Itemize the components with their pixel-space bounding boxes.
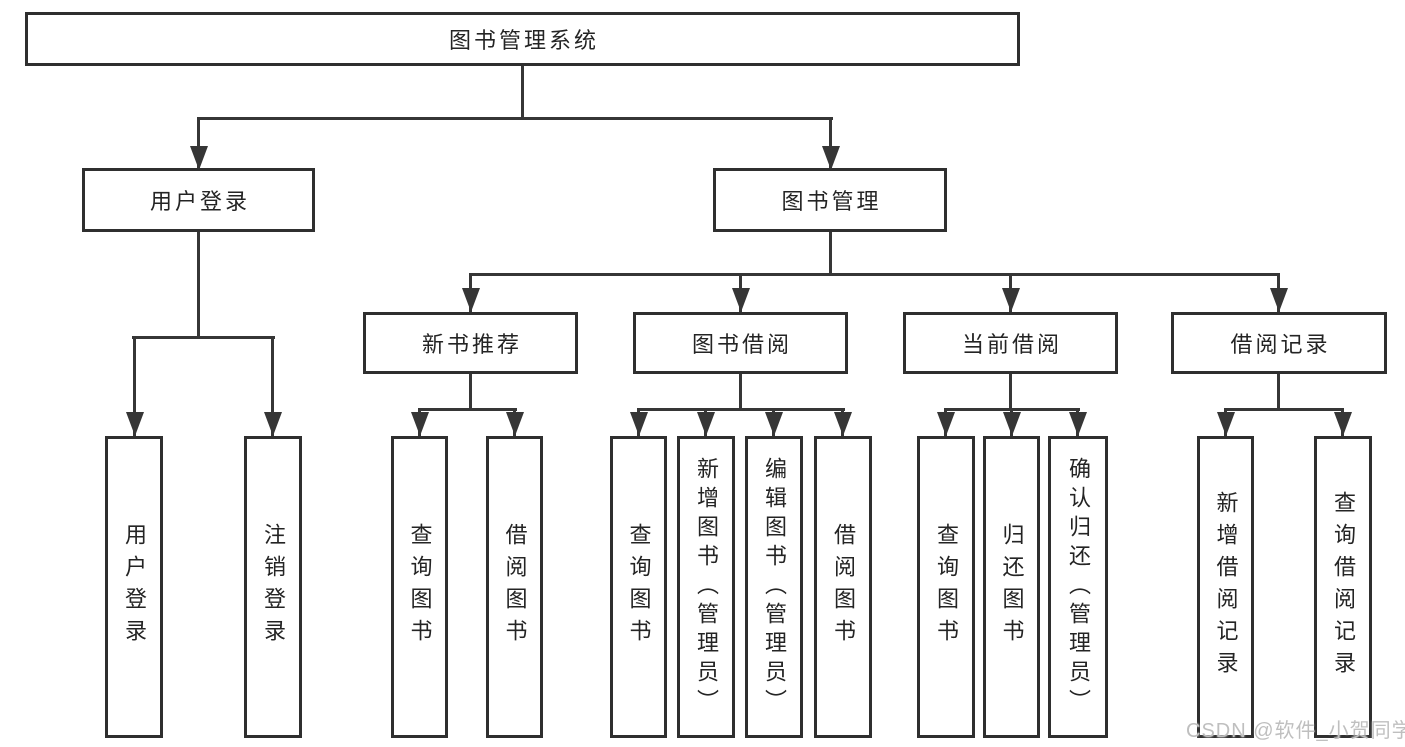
arrow-to-leaf-query-recommend [411,412,429,436]
connector-records-hline [1224,408,1344,411]
leaf-edit-books-admin: 编辑图书（管理员） [745,436,803,738]
connector-newbook-stub [469,374,472,411]
leaf-query-borrow-record-label: 查询借阅记录 [1331,491,1356,683]
leaf-borrow-books-recommend: 借阅图书 [486,436,543,738]
node-library-management-system-label: 图书管理系统 [448,28,599,53]
csdn-watermark: CSDN @软件_小贺同学 [1186,720,1405,742]
connector-newbook-hline [418,408,517,411]
node-new-book-recommendation: 新书推荐 [363,312,578,374]
arrow-to-leaf-borrow-books [834,412,852,436]
leaf-borrow-books-recommend-label: 借阅图书 [502,523,528,651]
connector-user-login-stub [197,232,200,339]
leaf-user-login-label: 用户登录 [122,523,147,651]
arrow-to-leaf-edit-books [765,412,783,436]
connector-currentborrow-stub [1009,374,1012,411]
connector-root-stub [521,66,524,120]
connector-book-mgmt-stub [829,232,832,276]
leaf-logout: 注销登录 [244,436,302,738]
leaf-add-books-admin: 新增图书（管理员） [677,436,735,738]
leaf-add-borrow-record: 新增借阅记录 [1197,436,1254,738]
leaf-user-login: 用户登录 [105,436,163,738]
connector-records-stub [1277,374,1280,411]
arrow-to-leaf-add-books [697,412,715,436]
leaf-return-books: 归还图书 [983,436,1040,738]
arrow-to-records [1270,288,1288,312]
node-user-login: 用户登录 [82,168,315,232]
node-current-borrowing: 当前借阅 [903,312,1118,374]
node-book-management: 图书管理 [713,168,947,232]
leaf-query-books-borrow: 查询图书 [610,436,667,738]
connector-level2-stem-book-mgmt [829,117,832,170]
arrow-to-leaf-query-borrow [630,412,648,436]
node-borrowing-records-label: 借阅记录 [1230,332,1331,357]
connector-user-login-hline [132,336,275,339]
arrow-to-user-login [190,146,208,170]
node-library-management-system: 图书管理系统 [25,12,1020,66]
leaf-confirm-return-admin: 确认归还（管理员） [1048,436,1108,738]
node-user-login-label: 用户登录 [149,189,250,214]
arrow-to-leaf-query-current [937,412,955,436]
node-current-borrowing-label: 当前借阅 [961,332,1062,357]
connector-bookborrow-hline [637,408,845,411]
connector-level2-stem-user-login [197,117,200,170]
leaf-borrow-books-label: 借阅图书 [831,523,856,651]
arrow-to-leaf-return-books [1003,412,1021,436]
node-book-borrowing-label: 图书借阅 [691,332,792,357]
arrow-to-leaf-query-record [1334,412,1352,436]
arrow-to-currentborrow [1002,288,1020,312]
leaf-return-books-label: 归还图书 [999,523,1025,651]
leaf-add-borrow-record-label: 新增借阅记录 [1213,491,1239,683]
leaf-confirm-return-admin-label: 确认归还（管理员） [1066,456,1091,718]
leaf-query-books-borrow-label: 查询图书 [626,523,652,651]
connector-level2-hline [197,117,833,120]
connector-level3-hline [469,273,1280,276]
leaf-edit-books-admin-label: 编辑图书（管理员） [762,456,787,718]
node-new-book-recommendation-label: 新书推荐 [421,332,522,357]
node-book-borrowing: 图书借阅 [633,312,848,374]
arrow-to-leaf-logout [264,412,282,436]
leaf-add-books-admin-label: 新增图书（管理员） [694,456,719,718]
leaf-borrow-books: 借阅图书 [814,436,872,738]
connector-user-login-stem-1 [133,336,136,436]
leaf-query-books-current-label: 查询图书 [934,523,959,651]
arrow-to-leaf-user-login [126,412,144,436]
node-book-management-label: 图书管理 [781,189,882,214]
arrow-to-leaf-confirm-return [1069,412,1087,436]
leaf-query-books-recommend: 查询图书 [391,436,448,738]
leaf-query-books-recommend-label: 查询图书 [407,523,433,651]
arrow-to-book-mgmt [822,146,840,170]
leaf-logout-label: 注销登录 [261,523,286,651]
arrow-to-bookborrow [732,288,750,312]
leaf-query-borrow-record: 查询借阅记录 [1314,436,1372,738]
leaf-query-books-current: 查询图书 [917,436,975,738]
connector-user-login-stem-2 [271,336,274,436]
node-borrowing-records: 借阅记录 [1171,312,1387,374]
arrow-to-newbook [462,288,480,312]
connector-bookborrow-stub [739,374,742,411]
arrow-to-leaf-borrow-recommend [506,412,524,436]
arrow-to-leaf-add-record [1217,412,1235,436]
